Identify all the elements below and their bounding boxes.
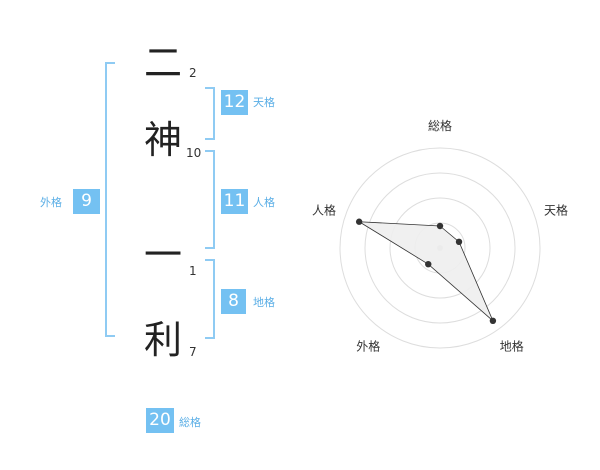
radar-ring-2 — [389, 197, 491, 299]
stroke-count-2: 10 — [186, 146, 202, 160]
radar-axis-label: 外格 — [356, 339, 380, 354]
jinkaku-bracket — [205, 150, 215, 249]
radar-ring-3 — [364, 172, 516, 324]
stroke-count-3: 1 — [189, 264, 197, 278]
chikaku-value-badge: 8 — [221, 289, 246, 314]
tenkaku-value-badge: 12 — [221, 90, 248, 115]
name-char-1: 二 — [143, 41, 182, 85]
radar-axis-label: 人格 — [312, 202, 336, 217]
radar-point — [425, 260, 432, 268]
radar-axis-label: 総格 — [428, 118, 452, 133]
tenkaku-label: 天格 — [253, 96, 275, 109]
soukaku-label: 総格 — [179, 416, 201, 429]
stroke-count-4: 7 — [189, 345, 197, 359]
radar-axis-label: 天格 — [544, 202, 568, 217]
gaikaku-bracket — [105, 62, 115, 337]
radar-point — [436, 222, 444, 230]
chikaku-label: 地格 — [253, 296, 275, 309]
radar-point — [355, 218, 363, 225]
name-char-2: 神 — [143, 118, 182, 162]
radar-point — [455, 238, 463, 246]
gaikaku-value-badge: 9 — [73, 189, 100, 214]
name-char-3: 一 — [143, 233, 182, 277]
soukaku-value-badge: 20 — [146, 408, 174, 433]
radar-score-polygon — [358, 221, 494, 322]
name-char-4: 利 — [143, 318, 182, 362]
tenkaku-bracket — [205, 87, 215, 140]
radar-axis-label: 地格 — [500, 339, 524, 354]
gaikaku-label: 外格 — [40, 196, 62, 209]
radar-ring-4 — [339, 147, 541, 349]
jinkaku-label: 人格 — [253, 196, 275, 209]
radar-point — [489, 317, 497, 325]
chikaku-bracket — [205, 259, 215, 339]
jinkaku-value-badge: 11 — [221, 189, 248, 214]
stroke-count-1: 2 — [189, 66, 197, 80]
